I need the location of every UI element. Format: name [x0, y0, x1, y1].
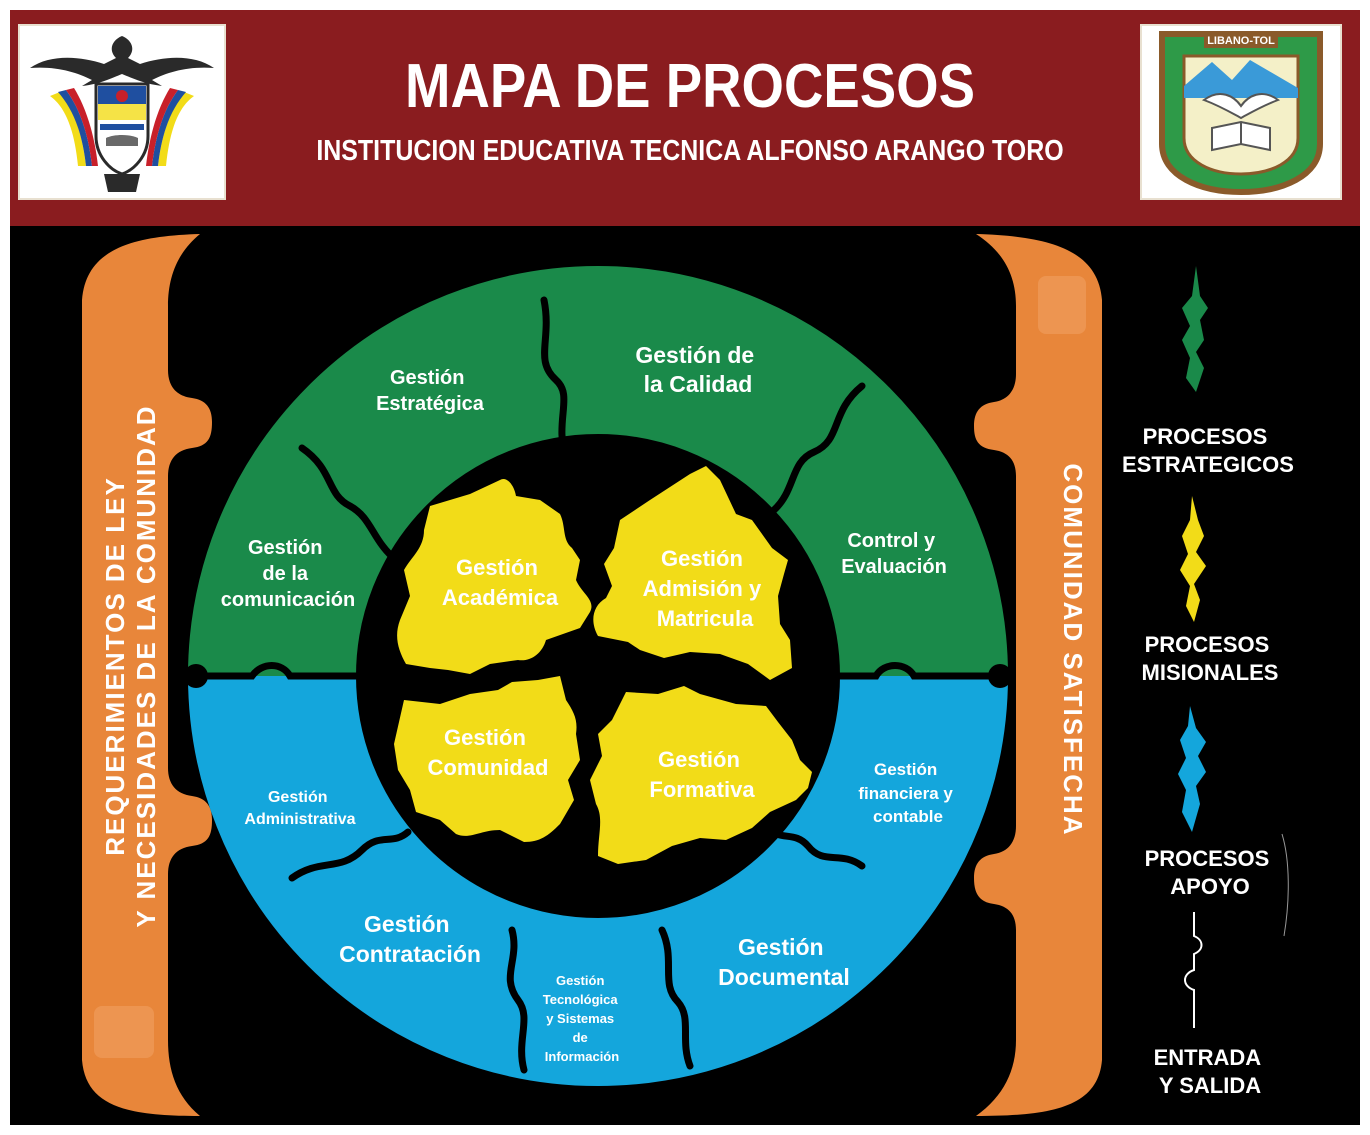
- strategic-labels: Gestión Estratégica Gestión de la Calida…: [221, 342, 947, 611]
- strategic-ring: [188, 266, 1008, 676]
- divider-strategic-2: [770, 382, 866, 514]
- green-piece-icon: [1182, 266, 1208, 392]
- missional-labels: Gestión Académica Gestión Admisión y Mat…: [428, 546, 768, 802]
- divider-mid-right: [816, 662, 1004, 680]
- school-seal-logo: LIBANO-TOL: [1140, 24, 1342, 200]
- piece-gestion-formativa: [590, 686, 812, 864]
- outline-piece-icon: [1184, 912, 1203, 1028]
- right-bracket: [974, 234, 1102, 1116]
- seal-top-text: LIBANO-TOL: [1207, 35, 1275, 47]
- label-gestion-contratacion: Gestión Contratación: [339, 911, 481, 967]
- piece-gestion-comunidad: [394, 676, 580, 842]
- label-gestion-comunidad: Gestión Comunidad: [428, 725, 549, 780]
- divider-support-3: [658, 926, 694, 1070]
- left-bracket-text-1: REQUERIMIENTOS DE LEY: [100, 476, 130, 856]
- label-control-evaluacion: Control y Evaluación: [841, 530, 947, 578]
- label-gestion-administrativa: Gestión Administrativa: [244, 789, 355, 828]
- outer-notch-right: [988, 664, 1012, 688]
- right-bracket-text: COMUNIDAD SATISFECHA: [1058, 463, 1088, 836]
- label-gestion-financiera: Gestión financiera y contable: [858, 760, 957, 826]
- legend: PROCESOS ESTRATEGICOS PROCESOS MISIONALE…: [1122, 266, 1294, 1098]
- label-gestion-formativa: Gestión Formativa: [649, 747, 755, 802]
- divider-strategic-1: [540, 296, 570, 464]
- divider-support-1: [288, 828, 412, 882]
- yellow-piece-icon: [1180, 496, 1206, 622]
- outer-notch-left: [184, 664, 208, 688]
- legend-io-label: ENTRADA Y SALIDA: [1154, 1045, 1267, 1098]
- header-banner: [10, 10, 1360, 226]
- legend-support-label: PROCESOS APOYO: [1145, 846, 1276, 899]
- blue-piece-icon: [1178, 706, 1206, 832]
- page-title: MAPA DE PROCESOS: [405, 52, 975, 121]
- legend-divider-line: [1281, 833, 1289, 937]
- label-gestion-estrategica: Gestión Estratégica: [376, 367, 485, 415]
- support-ring: [188, 676, 1008, 1086]
- divider-strategic-3: [298, 444, 400, 564]
- piece-gestion-admision: [593, 466, 792, 680]
- divider-support-2: [506, 926, 528, 1074]
- page-subtitle: INSTITUCION EDUCATIVA TECNICA ALFONSO AR…: [316, 135, 1064, 167]
- left-bracket: [82, 234, 212, 1116]
- label-gestion-admision: Gestión Admisión y Matricula: [643, 546, 768, 631]
- left-bracket-text-2: Y NECESIDADES DE LA COMUNIDAD: [131, 404, 161, 927]
- piece-gestion-academica: [397, 478, 592, 674]
- label-gestion-calidad: Gestión de la Calidad: [635, 342, 760, 397]
- left-bracket-highlight: [94, 1006, 154, 1058]
- label-gestion-tecnologica: Gestión Tecnológica y Sistemas de Inform…: [543, 973, 622, 1064]
- divider-support-4: [766, 824, 866, 870]
- legend-missional-label: PROCESOS MISIONALES: [1142, 632, 1279, 685]
- label-gestion-documental: Gestión Documental: [718, 934, 850, 990]
- label-gestion-academica: Gestión Académica: [442, 555, 559, 610]
- support-labels: Gestión financiera y contable Gestión Do…: [244, 760, 957, 1064]
- coat-of-arms-icon: [30, 36, 214, 192]
- right-bracket-highlight: [1038, 276, 1086, 334]
- legend-strategic-label: PROCESOS ESTRATEGICOS: [1122, 424, 1294, 477]
- missional-core: [394, 466, 812, 864]
- divider-mid-left: [192, 662, 380, 680]
- school-seal-icon: LIBANO-TOL: [1159, 31, 1323, 196]
- label-gestion-comunicacion: Gestión de la comunicación: [221, 537, 355, 611]
- coat-of-arms-logo: [18, 24, 226, 200]
